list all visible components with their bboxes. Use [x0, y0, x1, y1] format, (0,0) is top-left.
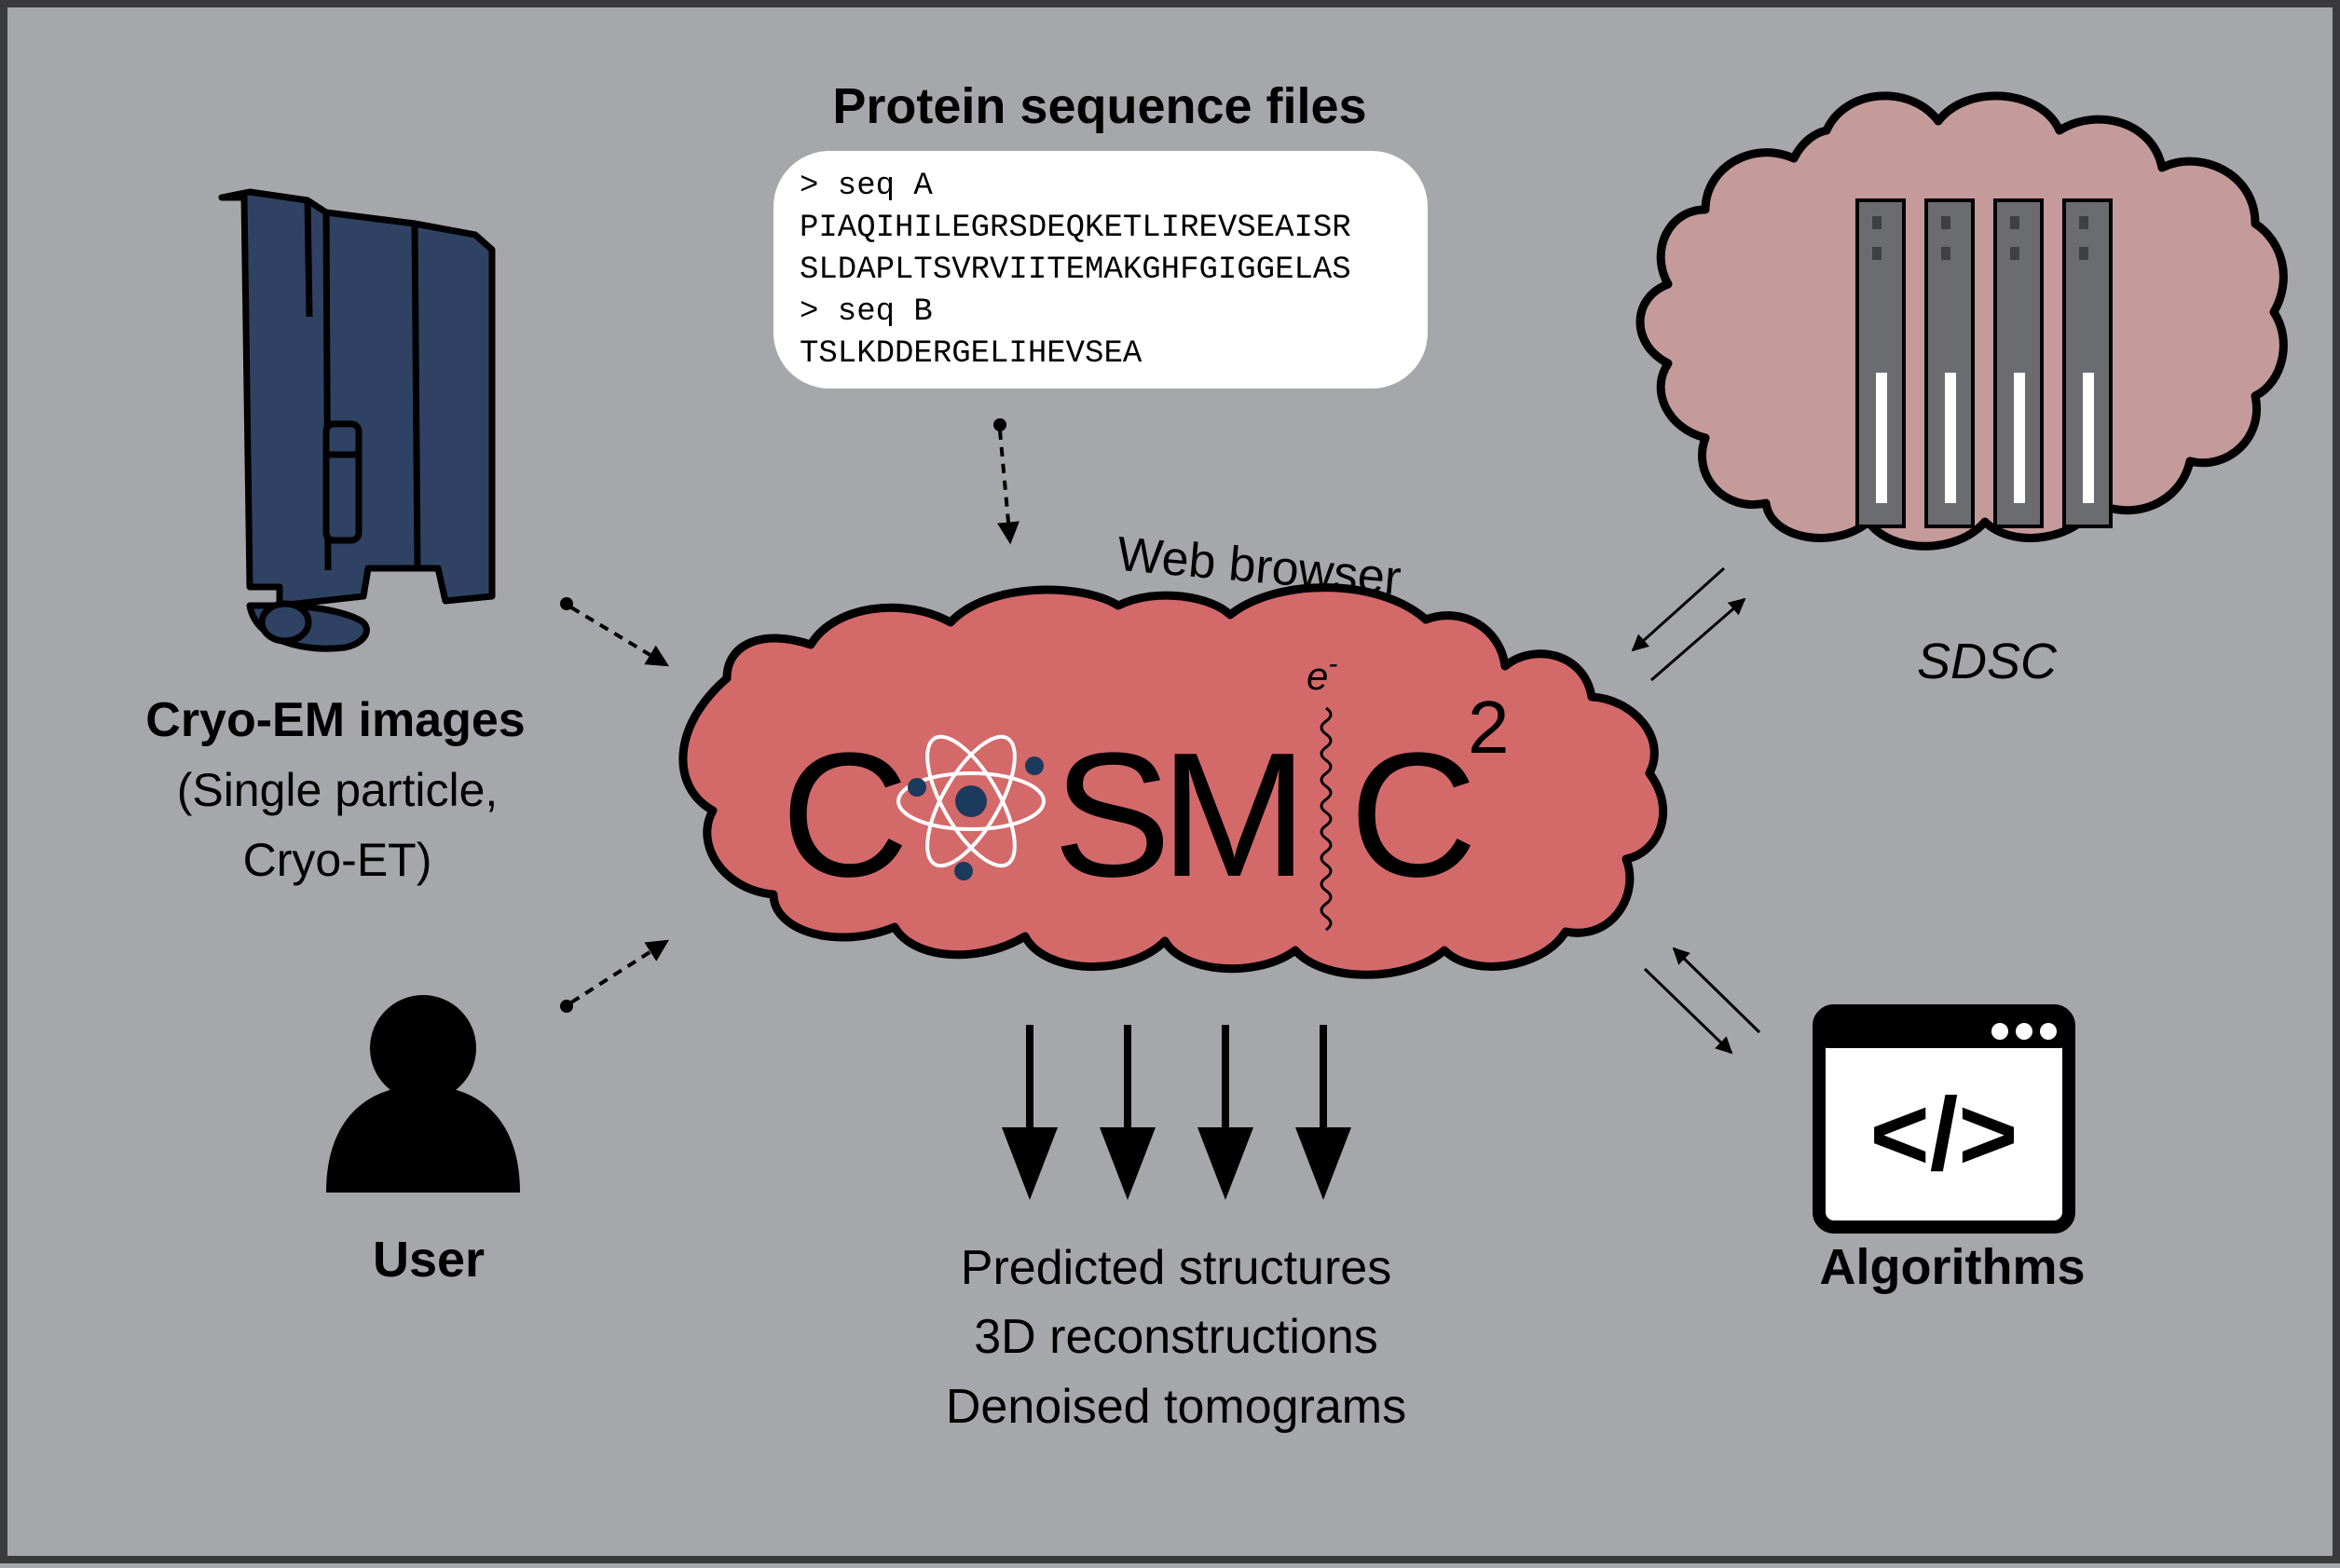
user-icon: [326, 995, 520, 1193]
output-item-1: Predicted structures: [961, 1241, 1391, 1295]
atom-icon: [896, 734, 1046, 868]
cosmic2-logo: C S M e- C 2: [781, 648, 1510, 932]
output-arrow-3: [1197, 1025, 1253, 1200]
electron-dot-1: [908, 778, 926, 797]
sequence-file-box: [773, 151, 1428, 389]
code-window-icon: </>: [1813, 1004, 2075, 1234]
electron-dot-2: [1025, 757, 1044, 775]
logo-letter-c: C: [781, 716, 909, 914]
server-unit-1: [1855, 198, 1906, 528]
window-dot-2: [2016, 1023, 2032, 1040]
electron-wave-icon: [1320, 706, 1333, 932]
server-unit-2: [1924, 198, 1975, 528]
logo-letter-s: S: [1053, 716, 1171, 914]
sequence-line-4: > seq B: [800, 294, 933, 330]
window-dot-1: [1991, 1023, 2008, 1040]
algorithms-label: Algorithms: [1819, 1239, 2085, 1295]
cryo-em-subtitle-2: Cryo-ET): [243, 834, 432, 886]
output-arrows: [1002, 1025, 1351, 1200]
web-browser-cloud: [678, 583, 1668, 979]
microscope-icon: [218, 188, 496, 652]
sdsc-label: SDSC: [1917, 634, 2058, 689]
cryo-em-subtitle-1: (Single particle,: [177, 764, 499, 816]
sequence-line-5: TSLKDDERGELIHEVSEA: [800, 336, 1143, 372]
sequence-line-1: > seq A: [800, 169, 933, 204]
sequence-line-2: PIAQIHILEGRSDEQKETLIREVSEAISR: [800, 211, 1351, 246]
server-unit-3: [1993, 198, 2044, 528]
server-unit-4: [2062, 198, 2113, 528]
algorithms-exchange-arrows: [1643, 947, 1761, 1055]
user-label: User: [373, 1232, 485, 1288]
atom-nucleus: [955, 785, 987, 817]
output-arrow-4: [1295, 1025, 1351, 1200]
output-arrow-1: [1002, 1025, 1058, 1200]
protein-files-title: Protein sequence files: [832, 78, 1366, 134]
user-input-arrow: [560, 939, 670, 1013]
cryo-em-input-arrow: [560, 597, 670, 667]
logo-superscript: 2: [1468, 686, 1510, 769]
window-dot-3: [2040, 1023, 2057, 1040]
cryo-em-title: Cryo-EM images: [145, 693, 525, 747]
logo-letter-c2: C: [1349, 716, 1477, 914]
sequence-line-3: SLDAPLTSVRVIITEMAKGHFGIGGELAS: [800, 252, 1351, 288]
electron-dot-3: [954, 862, 973, 880]
sequence-input-arrow: [993, 418, 1019, 545]
sdsc-exchange-arrows: [1631, 566, 1746, 682]
output-item-2: 3D reconstructions: [974, 1310, 1378, 1364]
code-symbol: </>: [1869, 1077, 2018, 1192]
server-rack-icon: [1855, 198, 2113, 528]
electron-label: e-: [1307, 648, 1337, 698]
logo-letter-m: M: [1160, 716, 1307, 914]
output-item-3: Denoised tomograms: [946, 1380, 1406, 1434]
output-arrow-2: [1100, 1025, 1156, 1200]
